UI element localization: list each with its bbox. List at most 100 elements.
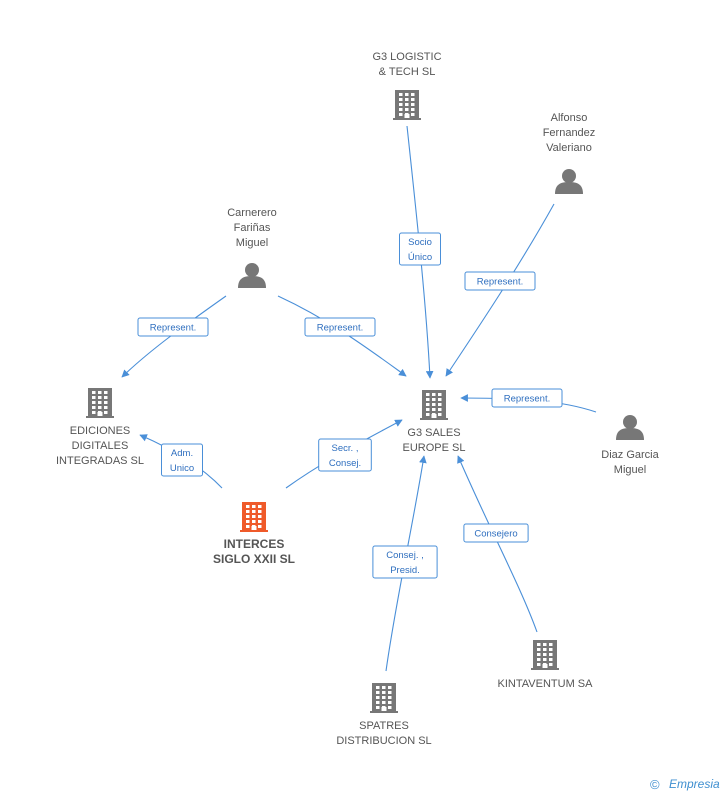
- edge-label-text: Adm.: [171, 448, 193, 459]
- building-window: [382, 696, 386, 699]
- building-window: [549, 643, 553, 646]
- building-window: [549, 648, 553, 651]
- building-window: [246, 515, 250, 518]
- building-window: [537, 653, 541, 656]
- building-window: [252, 510, 256, 513]
- edge-label-alfonso-to-g3sales[interactable]: Represent.: [464, 271, 536, 291]
- building-window: [104, 401, 108, 404]
- building-icon: [370, 683, 398, 713]
- building-window: [388, 691, 392, 694]
- node-label-g3sales: G3 SALES: [407, 427, 460, 439]
- building-window: [98, 406, 102, 409]
- building-icon: [531, 640, 559, 670]
- building-window: [411, 103, 415, 106]
- building-window: [426, 403, 430, 406]
- edge-label-box: [372, 545, 438, 579]
- building-window: [405, 98, 409, 101]
- edge-label-interces-to-ediciones[interactable]: Adm. Unico: [161, 443, 203, 477]
- edge-label-carnerero-to-g3sales[interactable]: Represent.: [304, 317, 376, 337]
- building-door: [431, 414, 437, 418]
- building-window: [399, 98, 403, 101]
- building-window: [438, 408, 442, 411]
- footer: © Empresia: [650, 777, 720, 792]
- building-window: [537, 643, 541, 646]
- building-window: [432, 408, 436, 411]
- edge-label-interces-to-g3sales[interactable]: Secr. ,Consej.: [318, 438, 372, 472]
- building-window: [405, 108, 409, 111]
- edge-alfonso-to-g3sales: [445, 203, 555, 377]
- node-label-ediciones: DIGITALES: [72, 440, 129, 452]
- person-head: [245, 263, 259, 277]
- person-icon: [238, 263, 266, 288]
- edge-label-text: Represent.: [477, 277, 523, 288]
- node-g3logistic[interactable]: G3 LOGISTIC& TECH SL: [372, 51, 442, 120]
- building-window: [376, 701, 380, 704]
- building-window: [388, 706, 392, 709]
- edge-label-text: Único: [408, 252, 432, 263]
- building-icon: [86, 388, 114, 418]
- node-ediciones[interactable]: EDICIONES DIGITALES INTEGRADAS SL: [56, 388, 144, 467]
- building-window: [405, 103, 409, 106]
- building-window: [252, 515, 256, 518]
- edge-label-carnerero-to-ediciones[interactable]: Represent.: [137, 317, 209, 337]
- node-label-interces: SIGLO XXII SL: [213, 552, 295, 566]
- edge-label-diaz-to-g3sales[interactable]: Represent.: [491, 388, 563, 408]
- building-window: [549, 658, 553, 661]
- edge-label-box: [399, 232, 441, 266]
- building-window: [104, 396, 108, 399]
- node-label-interces: INTERCES: [224, 537, 285, 551]
- person-icon: [555, 169, 583, 194]
- node-label-ediciones: INTEGRADAS SL: [56, 455, 144, 467]
- edge-label-kintaventum-to-g3sales[interactable]: Consejero: [463, 523, 529, 543]
- building-window: [438, 393, 442, 396]
- building-window: [537, 648, 541, 651]
- building-window: [246, 510, 250, 513]
- building-window: [438, 403, 442, 406]
- building-window: [426, 393, 430, 396]
- building-window: [399, 93, 403, 96]
- building-base: [531, 668, 559, 670]
- building-window: [252, 505, 256, 508]
- building-window: [432, 403, 436, 406]
- building-window: [411, 93, 415, 96]
- node-label-alfonso: Valeriano: [546, 142, 592, 154]
- edge-label-box: [464, 271, 536, 291]
- edge-label-box: [318, 438, 372, 472]
- building-window: [411, 113, 415, 116]
- building-window: [399, 108, 403, 111]
- building-window: [376, 691, 380, 694]
- building-window: [92, 406, 96, 409]
- building-window: [543, 658, 547, 661]
- building-window: [438, 413, 442, 416]
- node-label-carnerero: Carnerero: [227, 207, 277, 219]
- node-kintaventum[interactable]: KINTAVENTUM SA: [498, 640, 594, 690]
- edge-kintaventum-to-g3sales: [457, 455, 538, 633]
- building-icon: [420, 390, 448, 420]
- building-window: [246, 520, 250, 523]
- edge-label-box: [137, 317, 209, 337]
- edge-label-text: Consejero: [474, 529, 517, 540]
- edge-label-text: Unico: [170, 463, 194, 474]
- node-label-alfonso: Fernandez: [543, 127, 596, 139]
- edge-label-text: Socio: [408, 237, 432, 248]
- building-window: [432, 398, 436, 401]
- node-label-diaz: Miguel: [614, 464, 646, 476]
- building-door: [404, 114, 410, 118]
- node-label-ediciones: EDICIONES: [70, 425, 131, 437]
- node-label-diaz: Diaz Garcia: [601, 449, 659, 461]
- building-window: [411, 98, 415, 101]
- brand-logo[interactable]: Empresia: [669, 777, 720, 791]
- edge-label-box: [463, 523, 529, 543]
- edge-label-spatres-to-g3sales[interactable]: Consej. ,Presid.: [372, 545, 438, 579]
- building-window: [246, 525, 250, 528]
- building-window: [92, 391, 96, 394]
